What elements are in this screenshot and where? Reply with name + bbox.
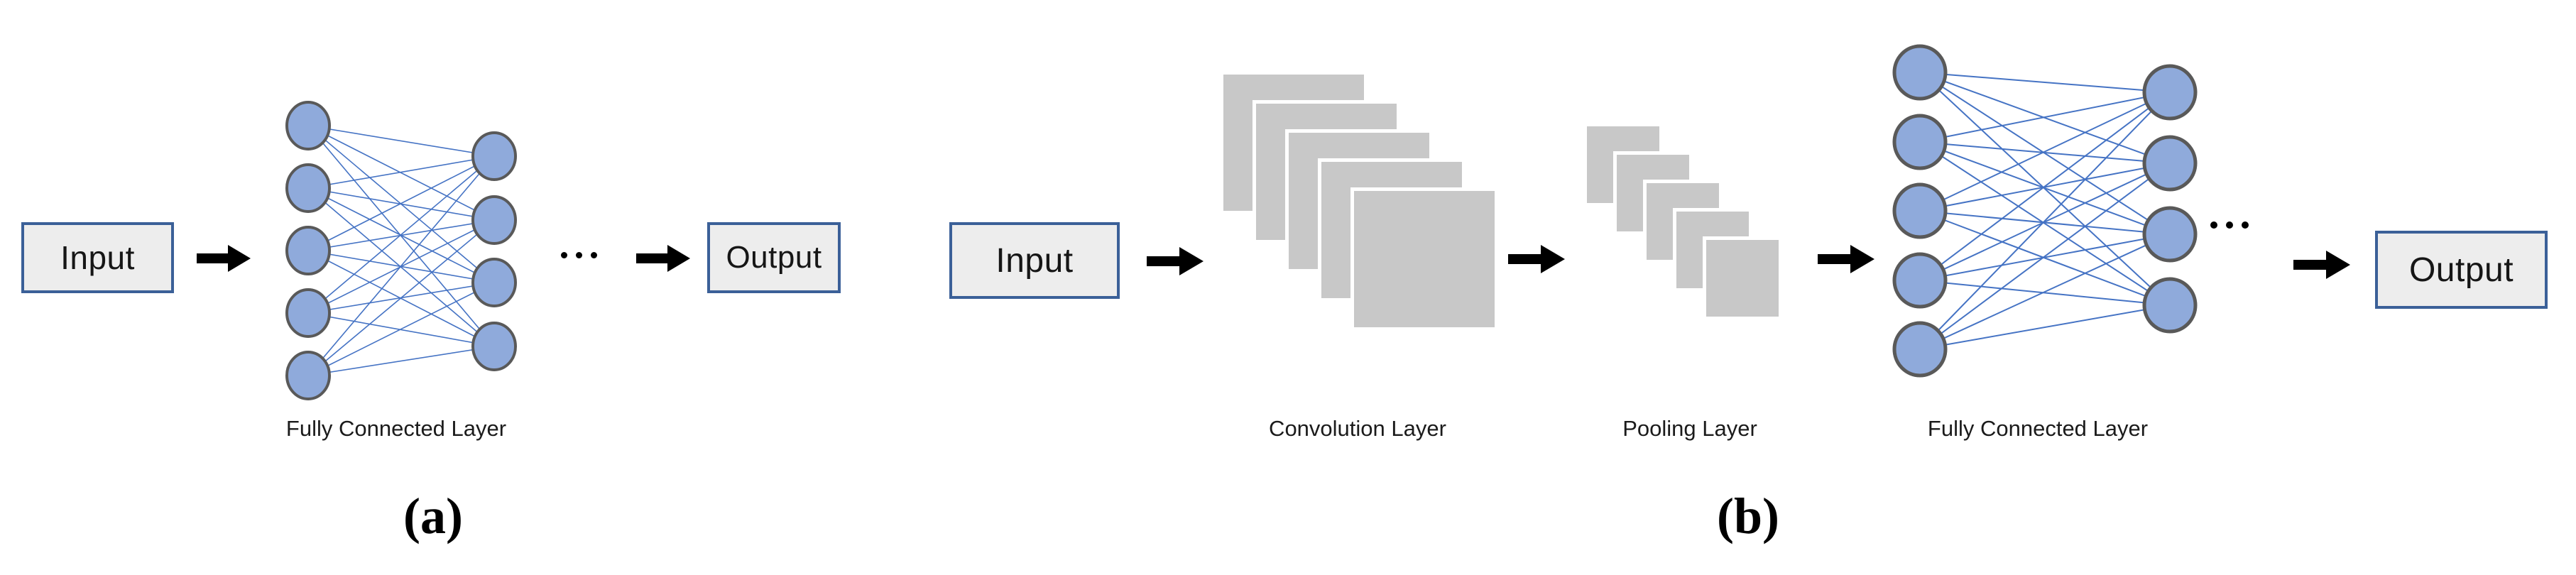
panel-a-fc-caption: Fully Connected Layer xyxy=(285,416,507,441)
fc-node xyxy=(285,101,331,150)
fc-node xyxy=(1892,321,1948,378)
panel-b-convolution-layer xyxy=(1220,71,1546,376)
fc-node xyxy=(2142,64,2198,121)
panel-a-caption: (a) xyxy=(403,488,463,544)
fc-node xyxy=(1892,252,1948,309)
fc-node xyxy=(285,351,331,400)
fc-node xyxy=(285,288,331,338)
panel-b-output-box: Output xyxy=(2375,231,2548,309)
fc-node xyxy=(471,195,517,245)
panel-a-fc-input-nodes xyxy=(285,101,331,400)
fc-node xyxy=(1892,44,1948,101)
panel-b-fc-caption: Fully Connected Layer xyxy=(1927,416,2149,441)
panel-b-input-box: Input xyxy=(949,222,1120,299)
panel-a-output-box: Output xyxy=(707,222,841,293)
panel-a-fully-connected-layer xyxy=(263,78,540,400)
fc-node xyxy=(2142,206,2198,263)
arrow-right-icon xyxy=(636,245,690,272)
panel-b-fully-connected-layer xyxy=(1889,39,2201,387)
panel-b-fc-edges xyxy=(1919,72,2171,350)
fc-node xyxy=(471,322,517,371)
panel-b-output-label: Output xyxy=(2408,251,2514,289)
fc-node xyxy=(471,258,517,307)
panel-a-output-label: Output xyxy=(726,240,822,275)
arrow-right-icon xyxy=(1147,247,1204,275)
panel-a-input-box: Input xyxy=(21,222,174,293)
panel-b-conv-caption: Convolution Layer xyxy=(1269,416,1446,441)
panel-b-fc-graph xyxy=(1892,44,2198,378)
pool-feature-map xyxy=(1703,236,1782,320)
panel-b-input-label: Input xyxy=(995,241,1074,280)
arrow-right-icon xyxy=(1508,245,1565,273)
fc-node xyxy=(2142,277,2198,334)
panel-a-input-label: Input xyxy=(60,239,135,276)
fc-node xyxy=(471,131,517,181)
arrow-right-icon xyxy=(197,245,251,272)
arrow-right-icon xyxy=(1818,245,1874,273)
panel-a-fc-graph xyxy=(285,101,517,400)
ellipsis-icon xyxy=(2210,221,2249,229)
panel-b-caption: (b) xyxy=(1717,488,1779,544)
panel-b-fc-input-nodes xyxy=(1892,44,1948,378)
fc-node xyxy=(2142,135,2198,192)
panel-a-fc-edges xyxy=(307,125,495,376)
panel-b-pooling-layer xyxy=(1583,123,1825,350)
fc-node xyxy=(285,226,331,275)
fc-node xyxy=(1892,114,1948,170)
arrow-right-icon xyxy=(2293,251,2350,279)
conv-feature-map xyxy=(1350,187,1498,331)
fc-node xyxy=(1892,182,1948,239)
fc-node xyxy=(285,163,331,213)
ellipsis-icon xyxy=(561,252,597,258)
panel-a-fc-output-nodes xyxy=(471,131,517,371)
panel-b-pool-caption: Pooling Layer xyxy=(1622,416,1757,441)
panel-b-fc-output-nodes xyxy=(2142,64,2198,334)
